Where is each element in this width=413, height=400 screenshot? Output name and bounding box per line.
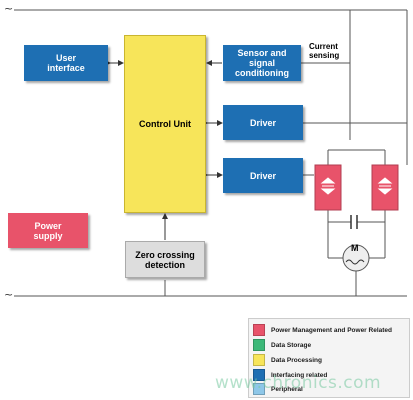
driver-2-label: Driver: [249, 170, 276, 181]
triac-left: [314, 164, 342, 211]
legend-swatch-peripheral: [253, 383, 265, 395]
ac-symbol-top: ~: [4, 2, 14, 15]
legend-swatch-storage: [253, 339, 265, 351]
legend-item-interfacing: Interfacing related: [253, 368, 327, 382]
power-supply-block: Power supply: [8, 213, 88, 248]
legend-swatch-interfacing: [253, 369, 265, 381]
user-interface-label: User interface: [47, 53, 85, 73]
ac-symbol-bottom: ~: [4, 288, 14, 301]
zero-crossing-label: Zero crossing detection: [135, 249, 195, 270]
motor-label: M: [351, 243, 359, 253]
legend-label-power: Power Management and Power Related: [271, 326, 393, 334]
motor-circle: [342, 244, 370, 272]
current-sensing-label: Current sensing: [309, 42, 340, 60]
zero-crossing-block: Zero crossing detection: [125, 241, 205, 278]
legend-swatch-power: [253, 324, 265, 336]
triac-right-symbol: [377, 177, 393, 195]
legend-label-interfacing: Interfacing related: [271, 371, 328, 379]
power-supply-label: Power supply: [33, 220, 63, 241]
legend-label-storage: Data Storage: [271, 341, 312, 349]
legend-label-peripheral: Peripheral: [271, 385, 303, 393]
legend-item-storage: Data Storage: [253, 338, 311, 352]
triac-left-symbol: [320, 177, 336, 195]
legend-item-peripheral: Peripheral: [253, 382, 303, 396]
legend-swatch-processing: [253, 354, 265, 366]
triac-right: [371, 164, 399, 211]
motor-wave: [345, 259, 365, 265]
control-unit-label: Control Unit: [139, 119, 191, 129]
legend: Power Management and Power Related Data …: [248, 318, 410, 398]
sensor-block: Sensor and signal conditioning: [223, 45, 301, 81]
control-unit-block: Control Unit: [124, 35, 206, 213]
driver-2-block: Driver: [223, 158, 303, 193]
sensor-label: Sensor and signal conditioning: [235, 48, 289, 78]
driver-1-block: Driver: [223, 105, 303, 140]
legend-item-power: Power Management and Power Related: [253, 323, 392, 337]
user-interface-block: User interface: [24, 45, 108, 81]
watermark: www.chronics.com: [215, 373, 382, 393]
legend-item-processing: Data Processing: [253, 353, 322, 367]
legend-label-processing: Data Processing: [271, 356, 322, 364]
driver-1-label: Driver: [249, 117, 276, 128]
